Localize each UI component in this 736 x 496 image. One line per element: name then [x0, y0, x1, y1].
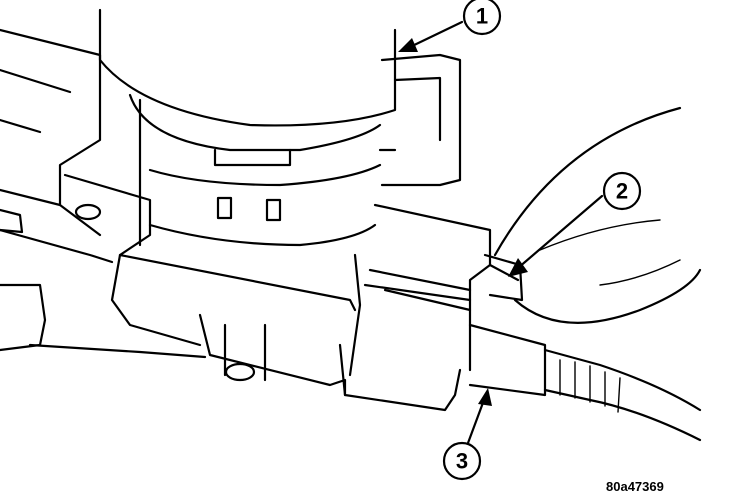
callout-arrow-1 [398, 20, 464, 52]
callout-3-label: 3 [456, 449, 468, 474]
callout-1: 1 [462, 0, 502, 36]
connector-body [63, 173, 492, 412]
callout-arrow-3 [466, 388, 492, 445]
cylinder-component [98, 8, 462, 247]
hand-finger [493, 106, 702, 324]
slot-right [265, 198, 282, 222]
slot-left [216, 196, 233, 220]
mounting-bracket [0, 28, 207, 359]
locking-tab [483, 253, 524, 302]
callout-3: 3 [442, 441, 482, 481]
callout-arrow-2 [508, 194, 604, 277]
wiring-harness [468, 323, 702, 442]
bolt-hole [74, 203, 102, 221]
figure-code: 80a47369 [606, 479, 664, 494]
callout-2-label: 2 [616, 179, 628, 204]
callout-2: 2 [602, 171, 642, 211]
callout-1-label: 1 [476, 4, 488, 29]
